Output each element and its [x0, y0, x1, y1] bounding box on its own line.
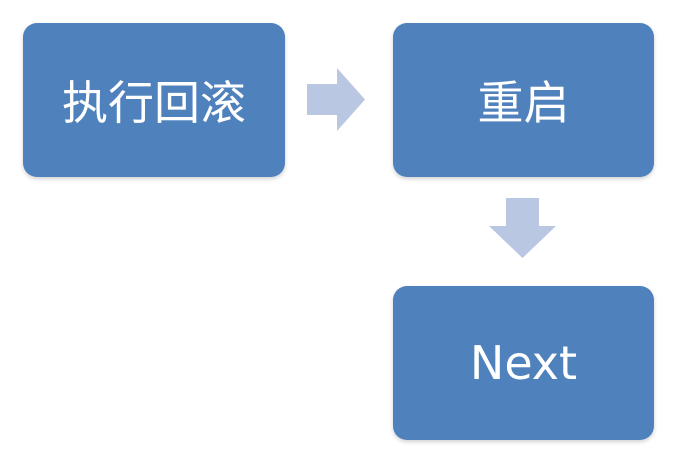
- arrow-down-icon: [489, 198, 556, 258]
- arrow-right-icon: [307, 68, 365, 131]
- step-restart-label: 重启: [477, 76, 570, 130]
- step-restart-box: 重启: [393, 23, 654, 177]
- step-next-box: Next: [393, 286, 654, 440]
- step-rollback-label: 执行回滚: [62, 76, 246, 130]
- step-rollback-box: 执行回滚: [23, 23, 285, 177]
- step-next-label: Next: [469, 336, 578, 390]
